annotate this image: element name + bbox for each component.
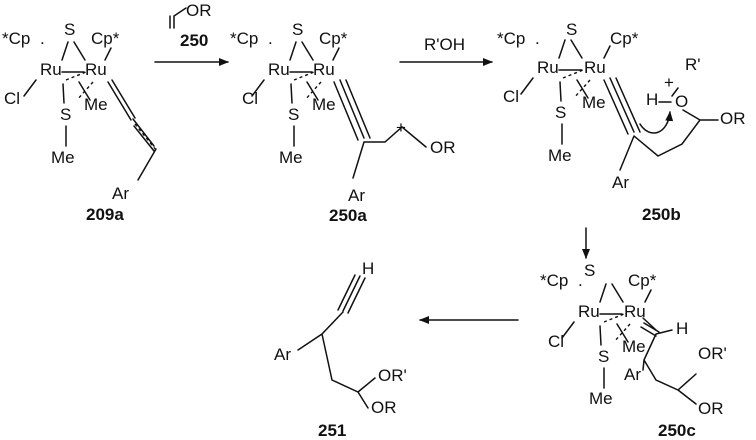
compound-label-250c: 250c: [658, 421, 696, 440]
r-prime: R': [685, 55, 701, 74]
svg-text:Ar: Ar: [274, 345, 291, 364]
svg-text:OR': OR': [698, 344, 727, 363]
compound-label-251: 251: [318, 421, 346, 440]
reagent-alcohol: R'OH: [424, 35, 465, 54]
svg-text:.: .: [535, 29, 540, 48]
svg-text:Ar: Ar: [348, 186, 365, 205]
svg-text:Me: Me: [312, 95, 336, 114]
svg-text:Cp*: Cp*: [319, 29, 348, 48]
svg-text:OR: OR: [371, 398, 397, 417]
methyl-s: Me: [51, 148, 75, 167]
svg-text:S: S: [566, 20, 577, 39]
svg-text:Ru: Ru: [584, 58, 606, 77]
cp-star-left: *Cp: [2, 29, 30, 48]
allenylidene-double: [107, 79, 136, 121]
oxonium-plus: +: [664, 73, 674, 92]
svg-text:*Cp: *Cp: [497, 29, 525, 48]
structure-250b: *Cp . Cp* S Ru Ru Cl S Me Me H O + R' OR…: [497, 20, 746, 224]
svg-text:S: S: [584, 261, 595, 280]
structure-251: H Ar OR' OR 251: [274, 259, 407, 440]
svg-text:Ru: Ru: [624, 302, 646, 321]
reagent-250: 250: [180, 31, 208, 50]
svg-text:Ar: Ar: [612, 173, 629, 192]
svg-text:Me: Me: [622, 337, 646, 356]
dashed-bonds: [65, 71, 94, 101]
svg-text:S: S: [288, 105, 299, 124]
svg-text:.: .: [268, 29, 273, 48]
svg-text:Me: Me: [582, 93, 606, 112]
alkyne-bond: [333, 79, 371, 141]
compound-label-250b: 250b: [642, 205, 681, 224]
core-bonds: [23, 41, 91, 147]
svg-text:Ru: Ru: [313, 60, 335, 79]
vinyl-bond: [173, 7, 187, 29]
svg-text:OR: OR: [698, 399, 724, 418]
chloride: Cl: [4, 89, 20, 108]
svg-text:Me: Me: [548, 146, 572, 165]
svg-text:*Cp: *Cp: [230, 29, 258, 48]
structure-250c: *Cp . Cp* S Ru Ru Cl S Me Me H Ar OR' OR…: [540, 261, 727, 440]
svg-text:Cl: Cl: [503, 87, 519, 106]
svg-text:OR: OR: [720, 109, 746, 128]
svg-text:.: .: [578, 271, 583, 290]
compound-label-250a: 250a: [329, 206, 367, 225]
svg-text:OR': OR': [378, 366, 407, 385]
oxonium-o: O: [675, 92, 688, 111]
svg-text:Me: Me: [279, 148, 303, 167]
vinylidene-h: H: [676, 319, 688, 338]
svg-text:.: .: [40, 29, 45, 48]
ruthenium-2: Ru: [85, 60, 107, 79]
aryl: Ar: [112, 184, 129, 203]
svg-text:*Cp: *Cp: [540, 271, 568, 290]
step-1-arrow: OR 250: [154, 1, 229, 66]
ruthenium-1: Ru: [40, 60, 62, 79]
terminal-alkyne-bond: [337, 274, 366, 314]
svg-text:Me: Me: [589, 389, 613, 408]
svg-text:Cp*: Cp*: [610, 29, 639, 48]
structure-250a: *Cp . Cp* S Ru Ru Cl S Me Me Ar + OR 250…: [230, 20, 456, 225]
step-2-arrow: R'OH: [399, 35, 493, 66]
sulfur-bottom: S: [60, 105, 71, 124]
svg-text:Ru: Ru: [537, 58, 559, 77]
curved-electron-arrow: [639, 111, 674, 134]
cp-star-right: Cp*: [91, 29, 120, 48]
hydroxyl-h: H: [646, 90, 658, 109]
structure-209a: *Cp . Cp* S Ru Ru Cl S Me Me Ar 209a: [2, 20, 157, 224]
svg-text:S: S: [598, 347, 609, 366]
svg-text:Ar: Ar: [624, 365, 641, 384]
svg-text:Cl: Cl: [548, 332, 564, 351]
svg-text:S: S: [292, 20, 303, 39]
svg-text:Cp*: Cp*: [628, 271, 657, 290]
compound-label-209a: 209a: [86, 205, 124, 224]
methyl-ru: Me: [84, 95, 108, 114]
sulfur-top: S: [64, 20, 75, 39]
svg-text:Ru: Ru: [268, 60, 290, 79]
terminal-h: H: [362, 259, 374, 278]
vinyl-ether-or: OR: [186, 1, 212, 20]
svg-text:Ru: Ru: [578, 302, 600, 321]
alkyne-bond: [603, 77, 641, 135]
svg-text:OR: OR: [430, 138, 456, 157]
svg-text:S: S: [555, 103, 566, 122]
